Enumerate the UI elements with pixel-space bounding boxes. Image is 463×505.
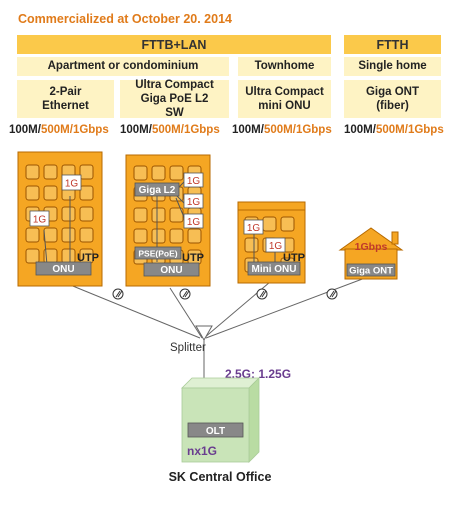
speed-tier-2: 100M/500M/1Gbps [120,124,220,136]
device-2pair-ethernet: 2-Pair Ethernet [17,80,114,118]
splitter-label: Splitter [170,342,206,354]
onu-label: Mini ONU [252,264,297,275]
speed-1gbps: 1Gbps [183,124,220,136]
port-label: 1G [187,217,201,228]
speed-500m: 500M/ [151,124,184,136]
device-label-line: mini ONU [258,100,311,112]
speed-1gbps: 1Gbps [295,124,332,136]
building-2: Giga L2 1G 1G 1G PSE(PoE) ONU UTP [125,154,211,287]
speed-1gbps: 1Gbps [72,124,109,136]
cable-label: UTP [182,252,204,264]
home-speed-label: 1Gbps [355,241,388,253]
port-label: 1G [269,241,283,252]
device-label-line: Ultra Compact [245,85,324,98]
device-label-line: Ultra Compact [135,78,214,91]
port-label: 1G [247,223,261,234]
device-label-line: (fiber) [376,100,409,112]
port-label: 1G [187,176,201,187]
segment-apartment: Apartment or condominium [17,57,229,76]
building-3: 1G 1G Mini ONU UTP [237,201,306,284]
fiber-connector-icons [112,288,338,300]
device-label-line: Ethernet [42,100,89,112]
building-1: 1G 1G ONU UTP [17,151,103,287]
band-ftth: FTTH [344,35,441,54]
segment-single-home: Single home [344,57,441,76]
cable-label: UTP [77,252,99,264]
onu-label: ONU [160,265,182,276]
central-office-box: OLT nx1G [181,377,260,463]
fiber-connector-icon [112,288,124,300]
device-label-line: Giga PoE L2 [140,93,209,105]
building-4: 1Gbps Giga ONT [338,227,404,280]
speed-100m: 100M/ [120,124,152,136]
pon-rate-label: 2.5G: 1.25G [225,367,291,381]
speed-100m: 100M/ [232,124,264,136]
speed-500m: 500M/ [263,124,296,136]
headline: Commercialized at October 20. 2014 [18,12,232,26]
uplink-label: nx1G [187,444,217,458]
olt-label: OLT [206,426,225,437]
office-label: SK Central Office [169,470,272,484]
switch-label: Giga L2 [139,185,176,196]
pse-label: PSE(PoE) [138,249,177,259]
fiber-connector-icon [179,288,191,300]
port-label: 1G [187,197,201,208]
speed-500m: 500M/ [375,124,408,136]
speed-tier-4: 100M/500M/1Gbps [344,124,444,136]
onu-label: ONU [52,264,74,275]
fiber-connector-icon [326,288,338,300]
port-label: 1G [65,179,79,190]
device-label-line: Giga ONT [365,85,420,98]
speed-500m: 500M/ [40,124,73,136]
device-label-line: SW [165,107,184,120]
speed-tier-1: 100M/500M/1Gbps [9,124,109,136]
speed-tier-3: 100M/500M/1Gbps [232,124,332,136]
device-giga-ont: Giga ONT (fiber) [344,80,441,118]
ont-label: Giga ONT [349,266,393,277]
device-mini-onu: Ultra Compact mini ONU [238,80,331,118]
band-fttb-lan: FTTB+LAN [17,35,331,54]
speed-1gbps: 1Gbps [407,124,444,136]
port-label: 1G [33,215,47,226]
device-giga-poe-l2-sw: Ultra Compact Giga PoE L2 SW [120,78,229,120]
fiber-connector-icon [256,288,268,300]
cable-label: UTP [283,252,305,264]
speed-100m: 100M/ [9,124,41,136]
splitter-icon [195,325,213,342]
speed-100m: 100M/ [344,124,376,136]
segment-townhome: Townhome [238,57,331,76]
device-label-line: 2-Pair [49,85,82,98]
